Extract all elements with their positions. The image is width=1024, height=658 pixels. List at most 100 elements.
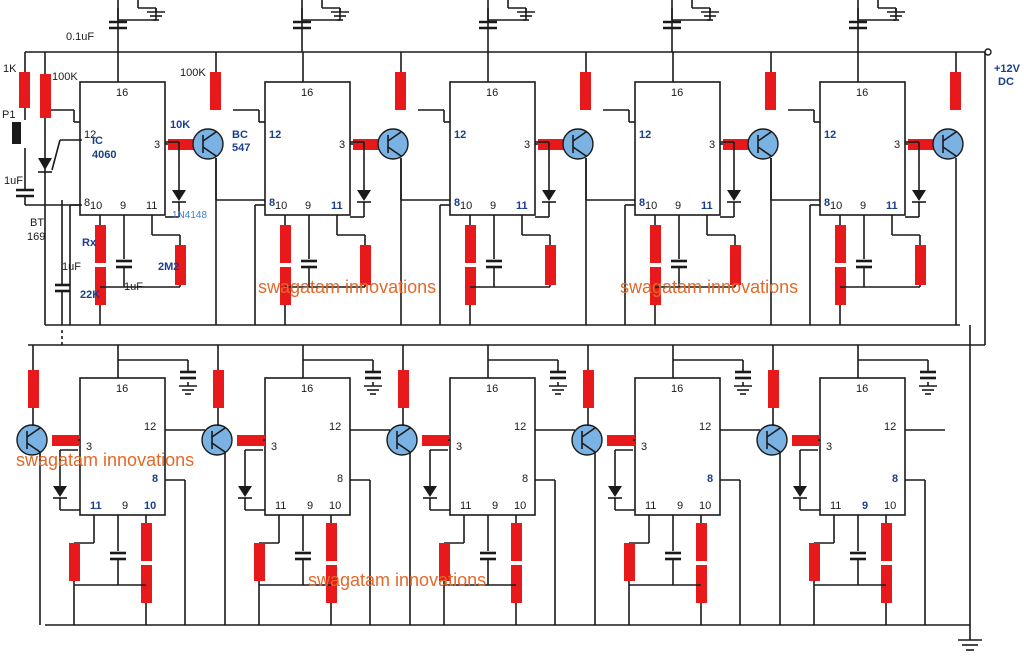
- transistor: [377, 128, 409, 160]
- pin-10: 10: [830, 200, 842, 212]
- label-100k-a: 100K: [52, 71, 78, 83]
- resistor-collector: [580, 72, 591, 110]
- decoupling-capacitor: [663, 20, 681, 30]
- pin-8: 8: [892, 473, 898, 485]
- resistor-collector: [950, 72, 961, 110]
- resistor-collector: [28, 370, 39, 408]
- resistor-timing-3: [696, 565, 707, 603]
- pin-10: 10: [90, 200, 102, 212]
- pin-8: 8: [639, 197, 645, 209]
- pin-11: 11: [331, 200, 343, 212]
- resistor-timing-3: [545, 245, 556, 285]
- resistor-base: [607, 435, 635, 446]
- label-10k: 10K: [170, 119, 190, 131]
- capacitor-timing: [665, 551, 681, 561]
- ic-4060: [634, 377, 721, 516]
- capacitor-timing: [110, 551, 126, 561]
- diode: [542, 190, 556, 203]
- pin-3: 3: [456, 441, 462, 453]
- capacitor-timing: [850, 551, 866, 561]
- pin-9: 9: [120, 200, 126, 212]
- transistor: [16, 424, 48, 456]
- pin-3: 3: [826, 441, 832, 453]
- diode: [53, 486, 67, 499]
- label-supply-a: +12V: [994, 63, 1021, 75]
- label-supply-b: DC: [998, 76, 1014, 88]
- resistor-timing-3: [881, 565, 892, 603]
- pin-8: 8: [84, 197, 90, 209]
- resistor-timing: [809, 543, 820, 581]
- ic-4060: [819, 377, 906, 516]
- decoupling-capacitor: [365, 370, 381, 380]
- transistor: [562, 128, 594, 160]
- label-cap-1uf-a: 1uF: [62, 261, 81, 273]
- pin-3: 3: [709, 139, 715, 151]
- resistor-timing: [280, 225, 291, 263]
- pin-11: 11: [90, 500, 102, 512]
- decoupling-caps: [109, 0, 905, 52]
- resistor-base: [237, 435, 265, 446]
- pin-11: 11: [146, 200, 157, 212]
- pin-9: 9: [675, 200, 681, 212]
- diode: [172, 190, 186, 203]
- label-ic-b: 4060: [92, 149, 116, 161]
- resistor-timing: [465, 225, 476, 263]
- resistor-timing-2: [141, 523, 152, 561]
- decoupling-capacitor: [479, 20, 497, 30]
- resistor-timing-3: [730, 245, 741, 285]
- resistor-timing-2: [650, 267, 661, 305]
- pin-3: 3: [641, 441, 647, 453]
- pin-12: 12: [84, 129, 96, 141]
- pin-8: 8: [824, 197, 830, 209]
- watermark-4: swagatam innovations: [308, 570, 486, 590]
- label-2m2: 2M2: [158, 261, 179, 273]
- pin-12: 12: [329, 421, 341, 433]
- pin-16: 16: [486, 383, 498, 395]
- pin-12: 12: [639, 129, 651, 141]
- capacitor-timing: [301, 259, 317, 269]
- pin-8: 8: [707, 473, 713, 485]
- pushbutton-switch: [12, 122, 21, 144]
- resistor-timing: [254, 543, 265, 581]
- pin-9: 9: [492, 500, 498, 512]
- pin-9: 9: [862, 500, 868, 512]
- transistor: [747, 128, 779, 160]
- transistor: [571, 424, 603, 456]
- pin-8: 8: [337, 473, 343, 485]
- resistor-timing-3: [915, 245, 926, 285]
- capacitor-timing: [116, 259, 132, 269]
- pin-12: 12: [514, 421, 526, 433]
- ground-rails: [28, 324, 985, 651]
- diode: [793, 486, 807, 499]
- pin-10: 10: [275, 200, 287, 212]
- diode-left: [38, 158, 52, 170]
- resistor-collector: [768, 370, 779, 408]
- ic-4060: [449, 81, 536, 216]
- resistor-timing-2: [280, 267, 291, 305]
- resistor-timing-2: [465, 267, 476, 305]
- label-1k: 1K: [3, 63, 17, 75]
- resistor-base: [353, 139, 381, 150]
- label-bt-b: 169: [27, 231, 45, 243]
- label-cap-top: 0.1uF: [66, 31, 94, 43]
- resistor-timing-2: [696, 523, 707, 561]
- transistor: [386, 424, 418, 456]
- pin-11: 11: [645, 500, 656, 512]
- pin-16: 16: [671, 87, 683, 99]
- diode: [912, 190, 926, 203]
- resistor-base: [538, 139, 566, 150]
- pin-10: 10: [144, 500, 156, 512]
- decoupling-capacitor: [550, 370, 566, 380]
- label-diode: 1N4148: [172, 210, 207, 221]
- pin-12: 12: [824, 129, 836, 141]
- resistor-timing-2: [511, 523, 522, 561]
- transistor: [201, 424, 233, 456]
- label-bt-a: BT: [30, 217, 44, 229]
- ic-4060: [449, 377, 536, 516]
